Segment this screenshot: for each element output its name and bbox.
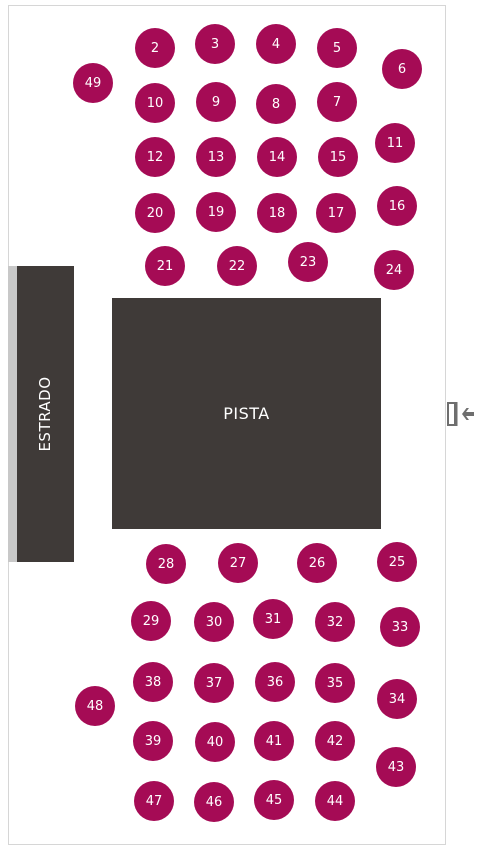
table-40[interactable]: 40	[195, 722, 235, 762]
table-48[interactable]: 48	[75, 686, 115, 726]
exit-door-icon	[446, 400, 476, 428]
stage-label: ESTRADO	[36, 376, 54, 452]
table-36[interactable]: 36	[255, 662, 295, 702]
table-18[interactable]: 18	[257, 193, 297, 233]
table-14[interactable]: 14	[257, 137, 297, 177]
table-31[interactable]: 31	[253, 599, 293, 639]
table-21[interactable]: 21	[145, 246, 185, 286]
table-34[interactable]: 34	[377, 679, 417, 719]
table-47[interactable]: 47	[134, 781, 174, 821]
table-27[interactable]: 27	[218, 543, 258, 583]
table-15[interactable]: 15	[318, 137, 358, 177]
table-20[interactable]: 20	[135, 193, 175, 233]
table-29[interactable]: 29	[131, 601, 171, 641]
table-28[interactable]: 28	[146, 544, 186, 584]
table-7[interactable]: 7	[317, 82, 357, 122]
table-37[interactable]: 37	[194, 663, 234, 703]
stage-edge	[8, 266, 17, 562]
table-25[interactable]: 25	[377, 542, 417, 582]
table-39[interactable]: 39	[133, 721, 173, 761]
table-38[interactable]: 38	[133, 662, 173, 702]
table-5[interactable]: 5	[317, 28, 357, 68]
table-19[interactable]: 19	[196, 192, 236, 232]
table-3[interactable]: 3	[195, 24, 235, 64]
table-16[interactable]: 16	[377, 186, 417, 226]
table-32[interactable]: 32	[315, 602, 355, 642]
table-11[interactable]: 11	[375, 123, 415, 163]
table-13[interactable]: 13	[196, 137, 236, 177]
table-4[interactable]: 4	[256, 24, 296, 64]
table-44[interactable]: 44	[315, 781, 355, 821]
table-45[interactable]: 45	[254, 780, 294, 820]
table-22[interactable]: 22	[217, 246, 257, 286]
table-49[interactable]: 49	[73, 63, 113, 103]
table-26[interactable]: 26	[297, 543, 337, 583]
table-23[interactable]: 23	[288, 242, 328, 282]
stage	[17, 266, 74, 562]
table-43[interactable]: 43	[376, 747, 416, 787]
table-12[interactable]: 12	[135, 137, 175, 177]
table-35[interactable]: 35	[315, 663, 355, 703]
table-30[interactable]: 30	[194, 602, 234, 642]
table-46[interactable]: 46	[194, 782, 234, 822]
table-33[interactable]: 33	[380, 607, 420, 647]
table-41[interactable]: 41	[254, 721, 294, 761]
dance-floor: PISTA	[112, 298, 381, 529]
table-6[interactable]: 6	[382, 49, 422, 89]
table-24[interactable]: 24	[374, 250, 414, 290]
table-10[interactable]: 10	[135, 83, 175, 123]
table-17[interactable]: 17	[316, 193, 356, 233]
table-42[interactable]: 42	[315, 721, 355, 761]
table-9[interactable]: 9	[196, 82, 236, 122]
dance-floor-label: PISTA	[223, 404, 270, 423]
table-8[interactable]: 8	[256, 84, 296, 124]
table-2[interactable]: 2	[135, 28, 175, 68]
